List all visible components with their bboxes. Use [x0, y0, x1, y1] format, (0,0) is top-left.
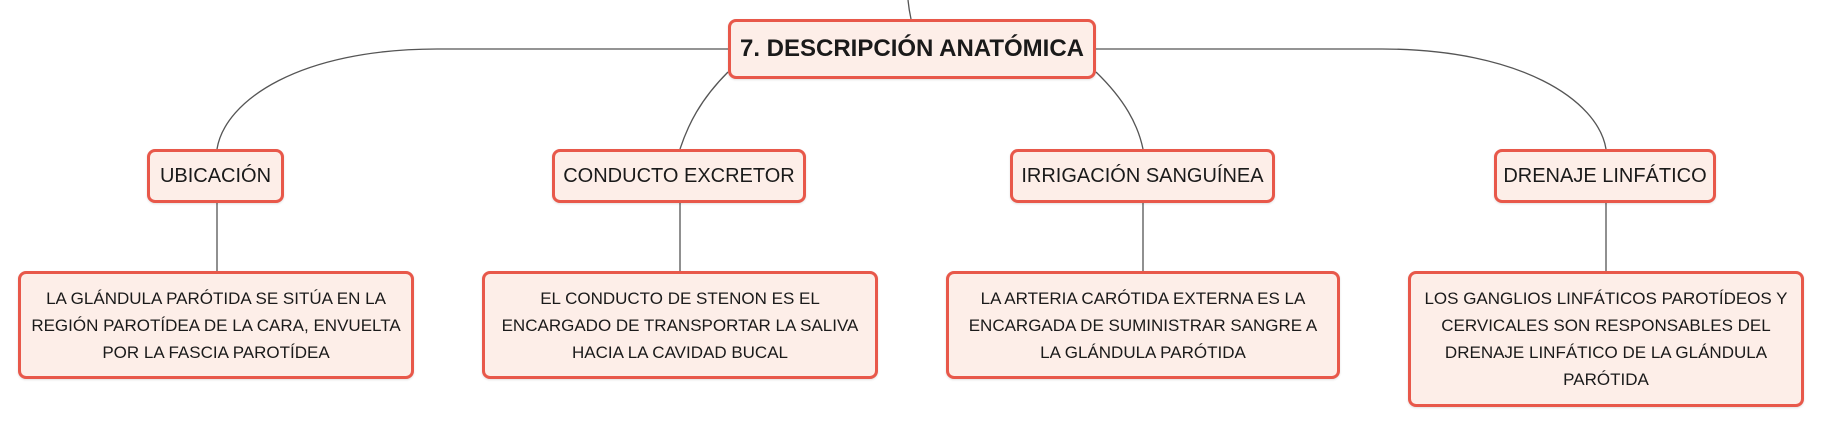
branch-ubicacion[interactable]: UBICACIÓN [147, 149, 284, 203]
detail-drenaje-linfatico[interactable]: LOS GANGLIOS LINFÁTICOS PAROTÍDEOS Y CER… [1408, 271, 1804, 407]
detail-drenaje-linfatico-text: LOS GANGLIOS LINFÁTICOS PAROTÍDEOS Y CER… [1424, 289, 1788, 389]
branch-irrigacion-sanguinea[interactable]: IRRIGACIÓN SANGUÍNEA [1010, 149, 1275, 203]
branch-ubicacion-label: UBICACIÓN [159, 164, 272, 187]
detail-conducto-excretor[interactable]: EL CONDUCTO DE STENON ES EL ENCARGADO DE… [482, 271, 878, 379]
connector-root-to-irrigacion [1095, 71, 1144, 150]
branch-drenaje-linfatico-label: DRENAJE LINFÁTICO [1503, 164, 1707, 187]
connector-root-to-conducto [679, 71, 729, 150]
branch-conducto-excretor[interactable]: CONDUCTO EXCRETOR [552, 149, 806, 203]
detail-ubicacion[interactable]: LA GLÁNDULA PARÓTIDA SE SITÚA EN LA REGI… [18, 271, 414, 379]
detail-irrigacion-sanguinea-text: LA ARTERIA CARÓTIDA EXTERNA ES LA ENCARG… [968, 288, 1318, 362]
detail-ubicacion-text: LA GLÁNDULA PARÓTIDA SE SITÚA EN LA REGI… [31, 288, 401, 362]
root-topic[interactable]: 7. DESCRIPCIÓN ANATÓMICA [728, 19, 1096, 79]
connector-root-to-ubicacion [216, 48, 728, 150]
branch-conducto-excretor-label: CONDUCTO EXCRETOR [563, 164, 795, 187]
connector-root-to-drenaje [1096, 48, 1607, 150]
connector-parent-to-root [907, 0, 912, 20]
root-topic-label: 7. DESCRIPCIÓN ANATÓMICA [739, 35, 1084, 62]
branch-drenaje-linfatico[interactable]: DRENAJE LINFÁTICO [1494, 149, 1716, 203]
detail-irrigacion-sanguinea[interactable]: LA ARTERIA CARÓTIDA EXTERNA ES LA ENCARG… [946, 271, 1340, 379]
detail-conducto-excretor-text: EL CONDUCTO DE STENON ES EL ENCARGADO DE… [501, 288, 859, 362]
branch-irrigacion-sanguinea-label: IRRIGACIÓN SANGUÍNEA [1021, 164, 1264, 187]
